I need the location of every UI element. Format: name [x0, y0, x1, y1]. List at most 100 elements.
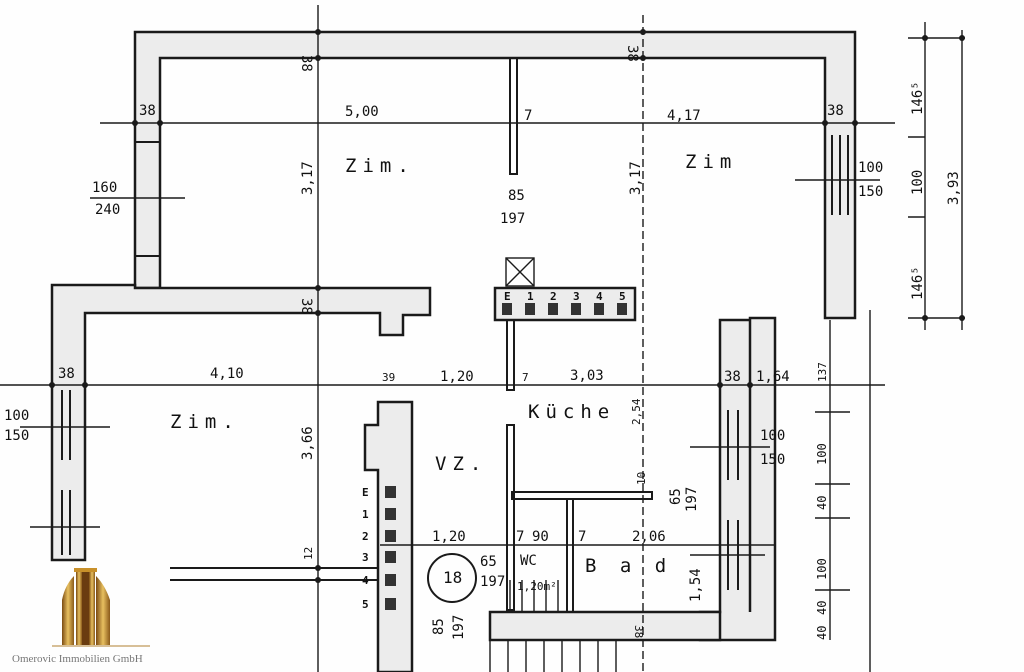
window-dim-lines [20, 179, 880, 556]
dim-label: 10 [635, 472, 648, 485]
dim-label: 5,00 [345, 104, 379, 120]
dim-label: 100 [910, 170, 926, 195]
flue-label: 3 [362, 551, 369, 564]
dim-label: 1,20 [440, 369, 474, 385]
room-bad: B a d [585, 555, 672, 577]
room-kueche: Küche [528, 401, 615, 423]
dim-label: 146⁵ [910, 81, 926, 115]
dim-label: 39 [382, 371, 395, 384]
dim-label: 38 [827, 103, 844, 119]
window-left [61, 390, 71, 555]
dim-label: 197 [500, 211, 525, 227]
dimension-labels: 38 38 38 38 5,00 7 4,17 3,17 3,17 160 24… [4, 45, 962, 640]
dim-label: 38 [724, 369, 741, 385]
dim-label: 7 [524, 108, 532, 124]
dim-label: 1,64 [756, 369, 790, 385]
entrance-circle [427, 553, 477, 603]
shaft-cross [505, 257, 535, 287]
partition-mid [506, 319, 515, 391]
room-vz: VZ. [435, 453, 487, 475]
dim-label: 65 [480, 554, 497, 570]
dimension-lines [0, 5, 965, 672]
dim-label: 100 [815, 558, 829, 580]
flue-label: 2 [362, 530, 369, 543]
dim-label: 90 [532, 529, 549, 545]
flue-label: 4 [596, 290, 603, 303]
room-zim-top-right: Zim [685, 151, 737, 173]
dim-label: 3,17 [628, 161, 644, 195]
flue-label: 5 [619, 290, 626, 303]
flue-icons [502, 303, 627, 315]
dim-label: 197 [480, 574, 505, 590]
dim-label: 150 [858, 184, 883, 200]
window-right-top [831, 135, 849, 215]
company-name: Omerovic Immobilien GmbH [12, 653, 143, 665]
flue-label: E [504, 290, 511, 303]
dim-label: 3,17 [300, 161, 316, 195]
flue-labels-top: E 1 2 3 4 5 [502, 290, 627, 315]
partition-top [509, 57, 518, 175]
outer-wall-top [133, 30, 857, 320]
dim-label: 38 [624, 45, 640, 62]
dim-label: 4,10 [210, 366, 244, 382]
chimney-top [493, 286, 637, 322]
dim-label: 38 [298, 298, 314, 315]
dim-label: 40 [815, 626, 829, 640]
outer-wall-left [50, 283, 432, 562]
dim-label: 38 [58, 366, 75, 382]
room-wc: WC [520, 553, 537, 569]
flue-label: 2 [550, 290, 557, 303]
entrance-number: 18 [443, 568, 462, 587]
flue-label: 1 [362, 508, 369, 521]
dim-line-right2 [815, 310, 871, 672]
dim-label: 38 [298, 55, 314, 72]
dim-label: 3,66 [300, 426, 316, 460]
flue-label: 1 [527, 290, 534, 303]
dim-label: 100 [4, 408, 29, 424]
room-labels: Zim. Zim Zim. VZ. Küche WC B a d 1,20m² [170, 151, 737, 593]
dim-label: 137 [816, 362, 829, 382]
dim-label: 2,54 [630, 398, 643, 425]
dim-label: 7 [578, 529, 586, 545]
dim-label: 38 [139, 103, 156, 119]
dim-label: 40 [815, 496, 829, 510]
dim-label: 1,20 [432, 529, 466, 545]
dim-label: 197 [451, 615, 467, 640]
wall-wc-bad [511, 491, 653, 500]
dim-label: 3,03 [570, 368, 604, 384]
wall-bottom [488, 610, 722, 642]
dim-label: 4,17 [667, 108, 701, 124]
dim-label: 3,93 [946, 171, 962, 205]
wc-area: 1,20m² [517, 580, 557, 593]
dim-label: 100 [760, 428, 785, 444]
flue-label: E [362, 486, 369, 499]
dim-label: 2,06 [632, 529, 666, 545]
dim-label: 100 [815, 443, 829, 465]
dim-label: 85 [431, 618, 447, 635]
dim-label: 12 [302, 547, 315, 560]
dim-label: 7 [516, 529, 524, 545]
dim-label: 240 [95, 202, 120, 218]
dim-label: 150 [4, 428, 29, 444]
flue-label: 5 [362, 598, 369, 611]
dim-label: 85 [508, 188, 525, 204]
dim-label: 1,54 [688, 568, 704, 602]
company-logo: Omerovic Immobilien GmbH [12, 568, 150, 665]
window-kueche [727, 410, 739, 590]
dim-line-right1 [908, 22, 965, 330]
dim-label: 146⁵ [910, 266, 926, 300]
dim-dots [49, 29, 965, 583]
wall-wc-right [566, 498, 574, 613]
dim-label: 150 [760, 452, 785, 468]
flue-labels-left: E 1 2 3 4 5 [362, 486, 396, 611]
dim-label: 197 [684, 487, 700, 512]
shaft-icon [505, 257, 535, 287]
dim-label: 65 [668, 488, 684, 505]
room-zim-left: Zim. [170, 411, 240, 433]
window-left-top [135, 141, 160, 257]
dim-label: 38 [632, 625, 645, 638]
dim-label: 7 [522, 371, 529, 384]
dim-label: 160 [92, 180, 117, 196]
flue-icons [385, 486, 396, 610]
